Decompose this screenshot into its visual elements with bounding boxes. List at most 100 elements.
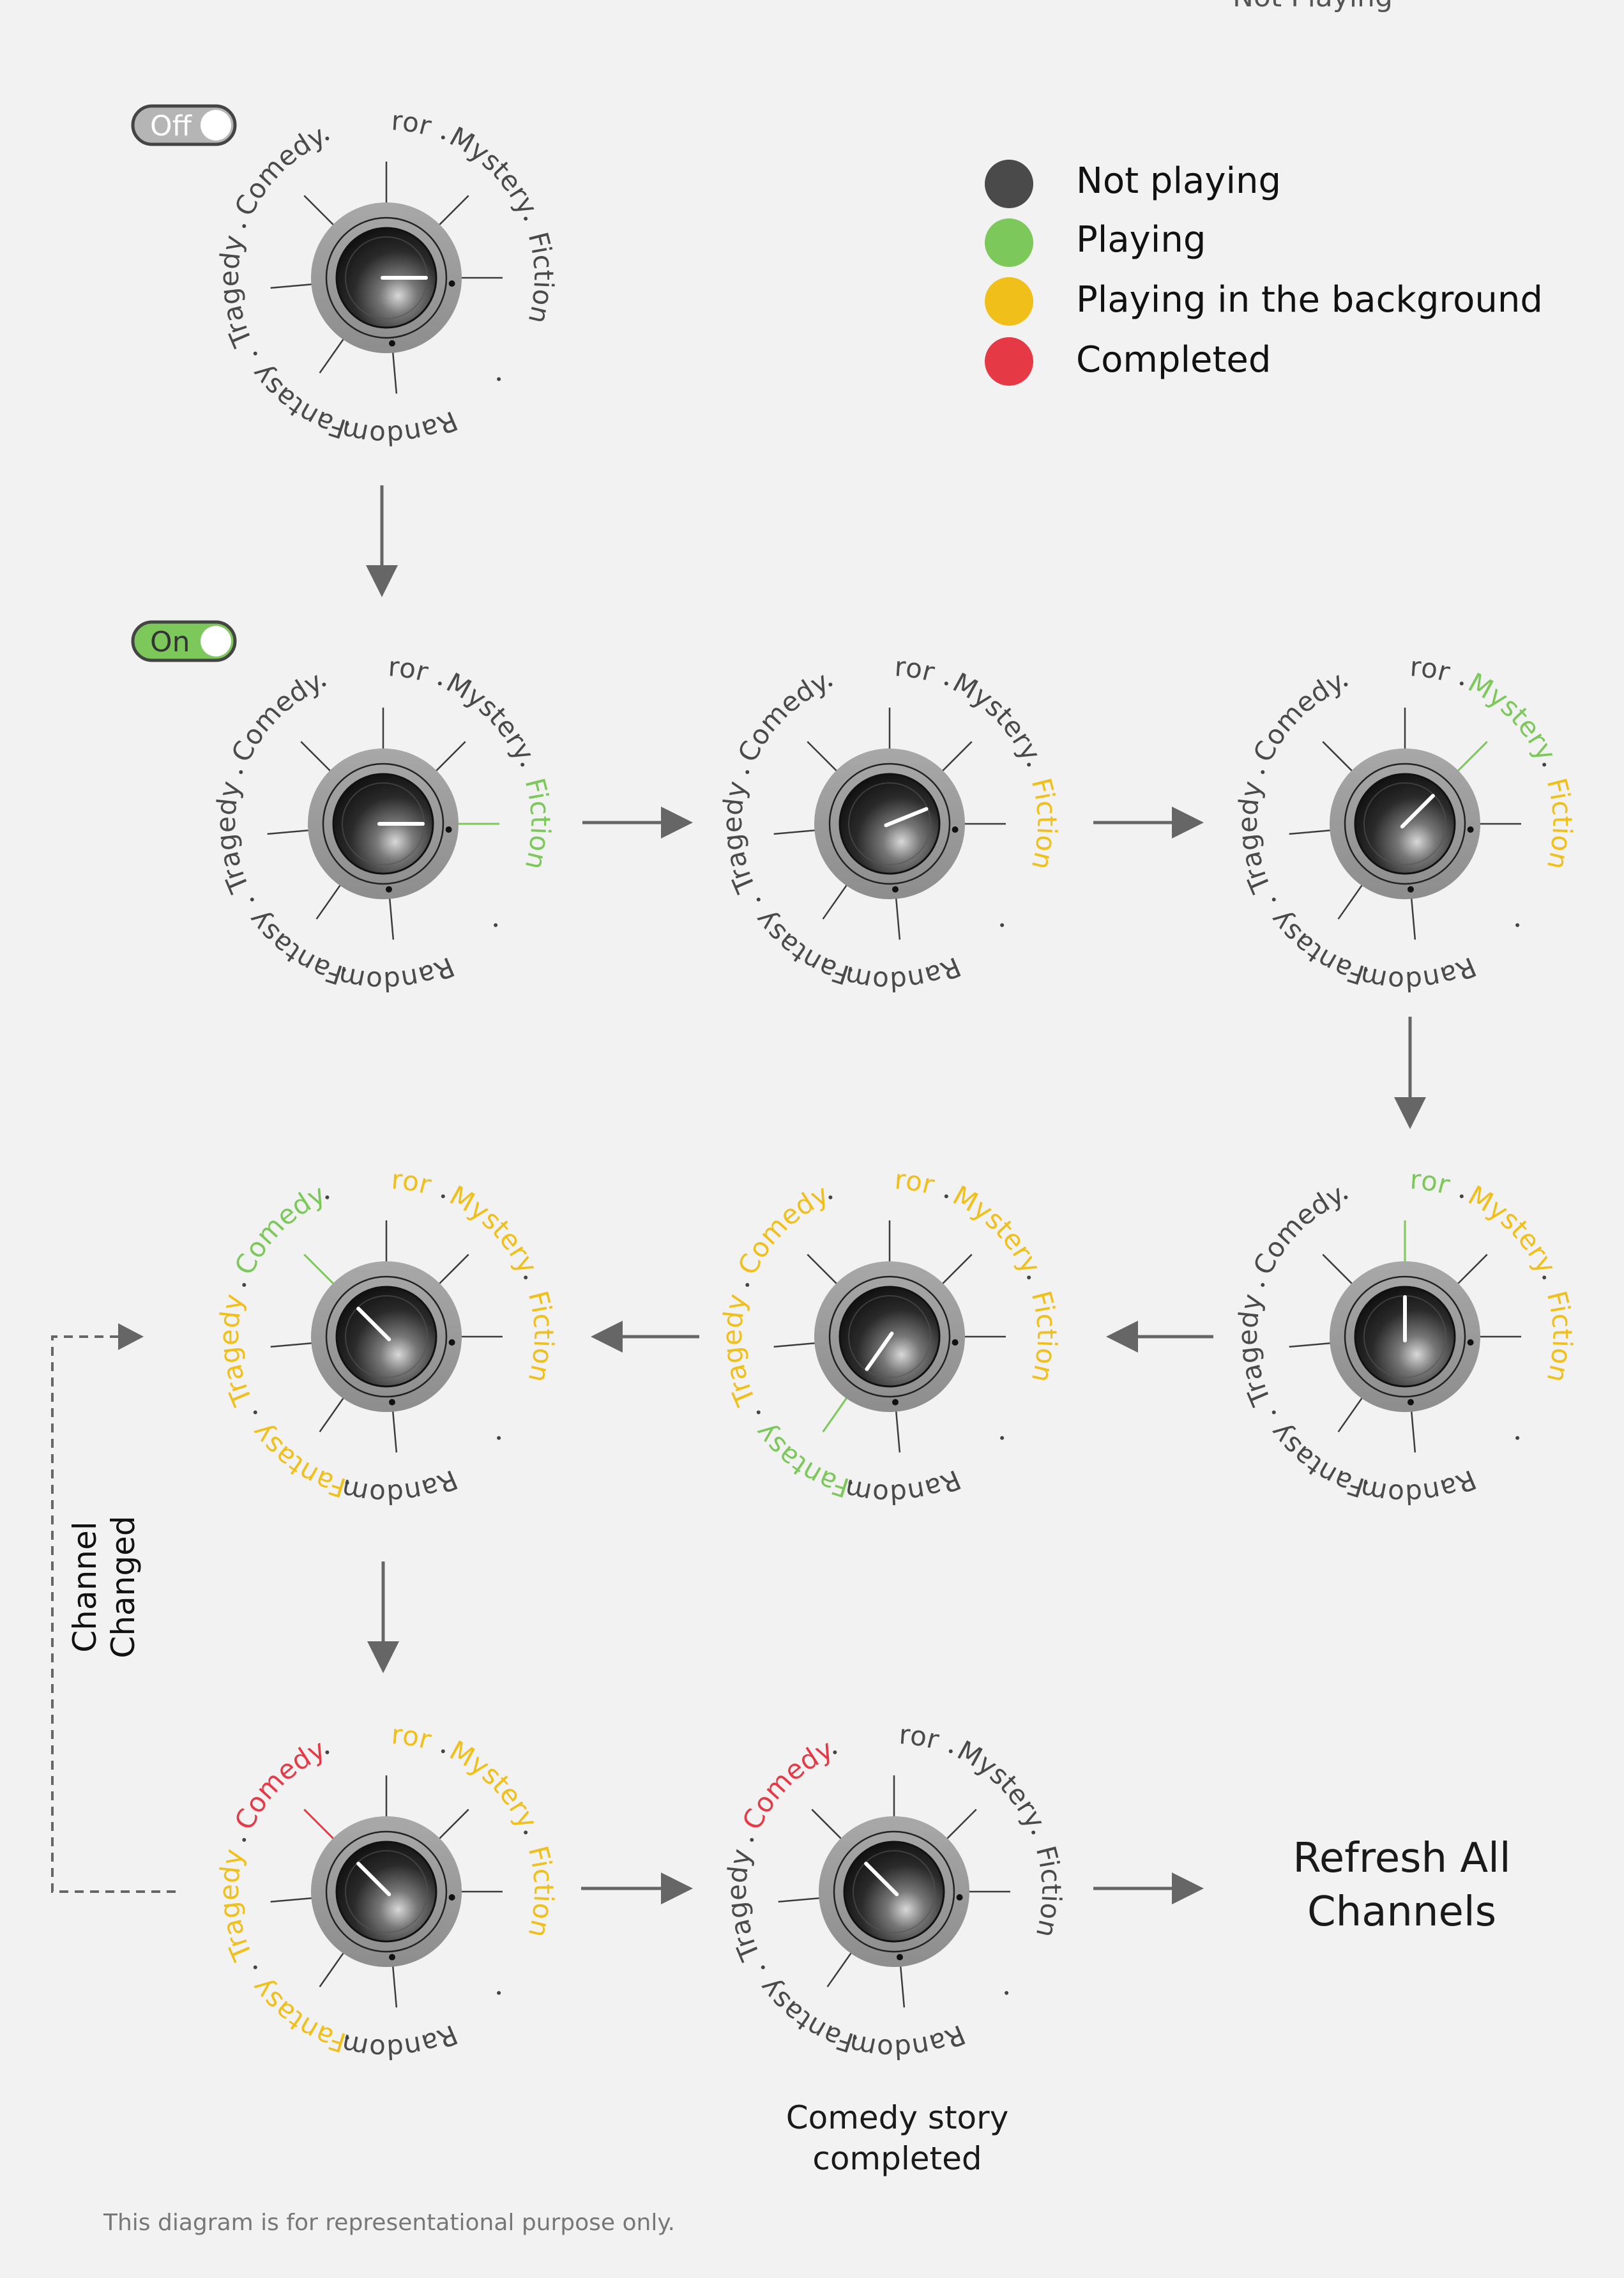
dial-separator-dot xyxy=(1261,770,1265,774)
legend-label-background: Playing in the background xyxy=(1076,279,1543,321)
dial-separator-dot xyxy=(345,421,349,426)
dial-spoke xyxy=(315,882,343,920)
dial-label-fiction: Fiction xyxy=(522,1842,559,1941)
dial-label-fiction: Fiction xyxy=(519,775,556,873)
dial-separator-dot xyxy=(242,224,247,228)
dial-label-fiction: Fiction xyxy=(1541,775,1578,873)
dial-knob-inner xyxy=(848,782,931,865)
dial-spoke xyxy=(433,741,466,774)
flow-arrows xyxy=(366,485,1426,1904)
dial-label-tragedy: Tragedy xyxy=(213,1291,259,1411)
dial-8[interactable]: HorrorMysteryFictionRandomFantasyTragedy… xyxy=(0,0,559,2065)
dial-separator-dot xyxy=(1542,1275,1547,1280)
dial-label-fantasy: Fantasy xyxy=(753,1973,858,2059)
dial-spoke xyxy=(1322,741,1355,774)
dial-1[interactable]: HorrorMysteryFictionRandomFantasyTragedy… xyxy=(0,0,559,451)
dial-knob-inner xyxy=(345,1850,428,1933)
dial-indicator-dot xyxy=(1407,886,1414,893)
dial-pointer xyxy=(864,1862,899,1897)
dial-spoke xyxy=(391,1963,398,2008)
dial-knob-inner xyxy=(853,1850,936,1933)
dial-separator-dot xyxy=(1261,1282,1265,1287)
footnote: This diagram is for representational pur… xyxy=(103,2210,675,2236)
dial-spoke xyxy=(811,1809,844,1842)
toggle-on[interactable]: On xyxy=(131,620,237,662)
dial-label-random: Random xyxy=(1358,951,1481,997)
legend: Not playing Playing Playing in the backg… xyxy=(985,160,1543,386)
dial-separator-dot xyxy=(253,1965,257,1970)
dial-separator-dot xyxy=(437,681,442,686)
dial-spoke xyxy=(1322,1254,1355,1287)
dial-separator-dot xyxy=(345,1480,349,1485)
dial-spoke xyxy=(1289,829,1334,835)
dial-spoke xyxy=(270,283,315,289)
dial-separator-dot xyxy=(497,1991,501,1995)
dial-spoke xyxy=(1337,1395,1365,1432)
dial-indicator-dot xyxy=(388,1954,395,1961)
dial-ring xyxy=(833,1830,955,1953)
dial-indicator-dot xyxy=(448,1894,455,1901)
dial-separator-dot xyxy=(828,682,833,687)
dial-pointer xyxy=(884,807,929,828)
dial-indicator-dot xyxy=(952,1339,959,1346)
legend-swatch-not-playing xyxy=(985,160,1033,208)
dial-separator-dot xyxy=(828,1195,833,1199)
dial-7[interactable]: HorrorMysteryFictionRandomFantasyTragedy… xyxy=(0,0,559,1510)
dial-label-random: Random xyxy=(336,951,459,997)
dial-separator-dot xyxy=(253,1410,257,1415)
dial-indicator-dot xyxy=(892,1399,899,1406)
legend-item-background: Playing in the background xyxy=(985,277,1543,326)
dial-separator-dot xyxy=(250,897,254,902)
dial-separator-dot xyxy=(325,136,330,140)
dial-spoke xyxy=(270,1897,315,1903)
dial-spoke xyxy=(944,1809,977,1842)
dial-separator-dot xyxy=(1031,1830,1036,1835)
dial-separator-dot xyxy=(441,135,445,140)
channel-changed-line1: Channel xyxy=(66,1521,103,1652)
dial-separator-dot xyxy=(345,2035,349,2040)
dial-spoke xyxy=(778,1897,823,1903)
dial-label-fantasy: Fantasy xyxy=(245,359,350,445)
dial-separator-dot xyxy=(756,1410,761,1415)
dial-label-fiction: Fiction xyxy=(1030,1842,1067,1941)
dial-separator-dot xyxy=(524,216,528,221)
legend-swatch-playing xyxy=(985,218,1033,267)
dial-label-fantasy: Fantasy xyxy=(245,1418,350,1504)
dial-spoke xyxy=(319,1950,346,1987)
dial-label-random: Random xyxy=(339,405,462,451)
dial-indicator-dot xyxy=(1467,1339,1474,1346)
dial-separator-dot xyxy=(761,1965,765,1970)
dial-label-fiction: Fiction xyxy=(1026,775,1063,873)
dial-spoke xyxy=(303,1809,337,1842)
dial-indicator-dot xyxy=(448,1339,455,1346)
dial-separator-dot xyxy=(1000,1436,1005,1440)
dial-pointer xyxy=(356,1862,391,1897)
dial-spoke xyxy=(1455,741,1488,774)
dial-separator-dot xyxy=(944,681,948,686)
dial-separator-dot xyxy=(325,1195,330,1199)
legend-label-playing: Playing xyxy=(1076,219,1206,261)
dial-label-fantasy: Fantasy xyxy=(1264,905,1369,991)
dial-label-tragedy: Tragedy xyxy=(213,232,259,352)
dial-label-random: Random xyxy=(1358,1464,1481,1510)
legend-label-not-playing: Not playing xyxy=(1076,160,1281,202)
dial-spoke xyxy=(939,741,973,774)
dial-separator-dot xyxy=(745,1282,750,1287)
completed-label-line1: Comedy story xyxy=(785,2099,1009,2136)
dial-knob-inner xyxy=(848,1295,931,1378)
top-cut-text: Not Playing xyxy=(1233,0,1393,13)
dial-spoke xyxy=(303,1254,337,1287)
dial-label-horror: Horror xyxy=(0,0,938,1201)
toggle-off[interactable]: Off xyxy=(131,104,237,146)
dial-indicator-dot xyxy=(952,826,959,833)
dial-label-fantasy: Fantasy xyxy=(245,1973,350,2059)
dial-label-fantasy: Fantasy xyxy=(748,1418,853,1504)
toggle-off-label: Off xyxy=(150,110,193,142)
dial-indicator-dot xyxy=(892,886,899,893)
completed-label-line2: completed xyxy=(812,2140,982,2177)
refresh-label-line2: Channels xyxy=(1307,1888,1497,1936)
dial-ring xyxy=(325,1275,448,1398)
dial-knob-inner xyxy=(1363,782,1446,865)
dial-separator-dot xyxy=(1363,1480,1368,1485)
dial-separator-dot xyxy=(497,1436,501,1440)
